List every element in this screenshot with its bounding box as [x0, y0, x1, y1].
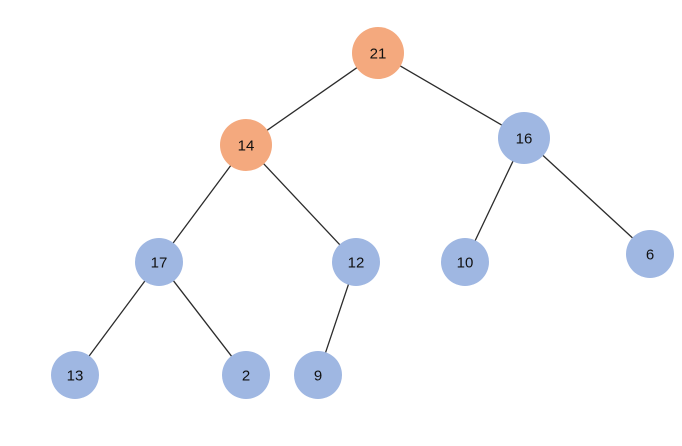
tree-node-circle-14[interactable] [220, 119, 272, 171]
tree-edge-14-12 [261, 162, 342, 247]
tree-edge-17-2 [171, 279, 234, 358]
tree-node-circle-6[interactable] [626, 230, 674, 278]
tree-edge-16-6 [541, 153, 635, 240]
tree-node-6[interactable]: 6 [626, 230, 674, 278]
tree-node-13[interactable]: 13 [51, 351, 99, 399]
edge-layer [87, 64, 635, 358]
tree-node-circle-10[interactable] [441, 238, 489, 286]
tree-edge-17-13 [87, 279, 147, 358]
tree-node-circle-17[interactable] [135, 238, 183, 286]
tree-node-9[interactable]: 9 [294, 351, 342, 399]
tree-node-2[interactable]: 2 [222, 351, 270, 399]
tree-edge-16-10 [473, 159, 515, 243]
tree-node-21[interactable]: 21 [352, 27, 404, 79]
tree-edge-12-9 [324, 282, 350, 355]
tree-node-12[interactable]: 12 [332, 238, 380, 286]
tree-edge-21-16 [398, 64, 504, 127]
tree-node-circle-13[interactable] [51, 351, 99, 399]
tree-node-circle-12[interactable] [332, 238, 380, 286]
tree-node-circle-2[interactable] [222, 351, 270, 399]
tree-node-17[interactable]: 17 [135, 238, 183, 286]
tree-node-10[interactable]: 10 [441, 238, 489, 286]
tree-node-circle-16[interactable] [498, 112, 550, 164]
tree-edge-14-17 [171, 163, 233, 245]
tree-node-16[interactable]: 16 [498, 112, 550, 164]
tree-node-circle-21[interactable] [352, 27, 404, 79]
tree-edge-21-14 [265, 66, 359, 132]
tree-node-14[interactable]: 14 [220, 119, 272, 171]
tree-node-circle-9[interactable] [294, 351, 342, 399]
